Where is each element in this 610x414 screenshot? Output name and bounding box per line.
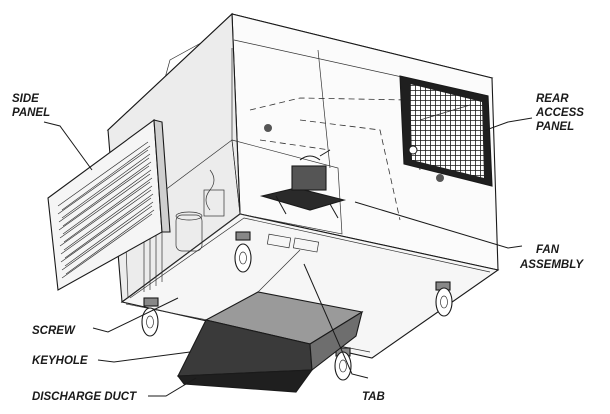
fan-assembly-icon: [259, 149, 347, 219]
fan-assembly-label: FAN ASSEMBLY: [519, 244, 584, 271]
discharge-duct-icon: [176, 249, 364, 393]
caster-wheel-icon: [234, 231, 252, 273]
side-panel-icon: [47, 118, 171, 291]
side-panel-label: SIDE PANEL: [12, 93, 50, 119]
rear-access-panel-label: REAR ACCESS PANEL: [535, 93, 587, 133]
keyhole-label: KEYHOLE: [32, 355, 88, 367]
discharge-duct-label: DISCHARGE DUCT: [32, 391, 137, 403]
leader-lines: [43, 117, 533, 397]
screw-label: SCREW: [32, 325, 76, 337]
caster-wheel-icon: [435, 281, 453, 317]
rear-access-panel-icon: [399, 75, 493, 187]
compressor-icon: [143, 169, 225, 292]
caster-wheel-icon: [141, 297, 159, 337]
tab-label: TAB: [362, 391, 385, 403]
